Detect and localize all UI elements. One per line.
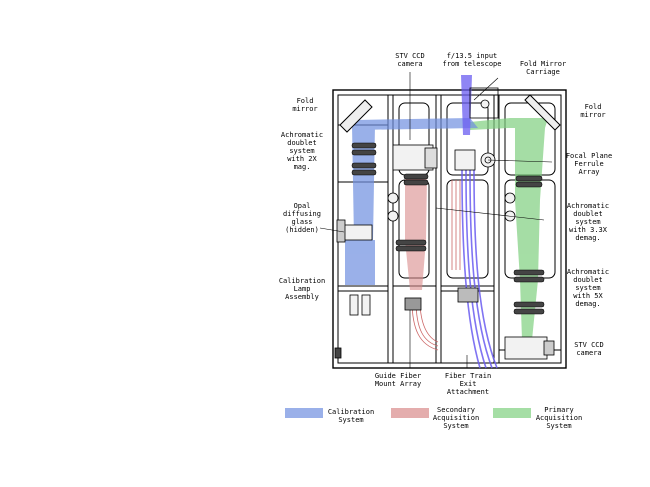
primary-beam [470,118,548,340]
input-beam [461,75,472,135]
fold-mirror-right [524,94,561,131]
leader-lines [319,72,553,368]
legend-swatch-secondary [391,408,429,418]
components [334,87,555,360]
fiber-train [461,169,498,369]
legend-swatch-primary [493,408,531,418]
legend-swatch-calibration [285,408,323,418]
secondary-beam [405,175,427,290]
legend-swatches [285,408,531,418]
lens-stacks [351,142,545,315]
fold-mirror-left [339,99,373,133]
